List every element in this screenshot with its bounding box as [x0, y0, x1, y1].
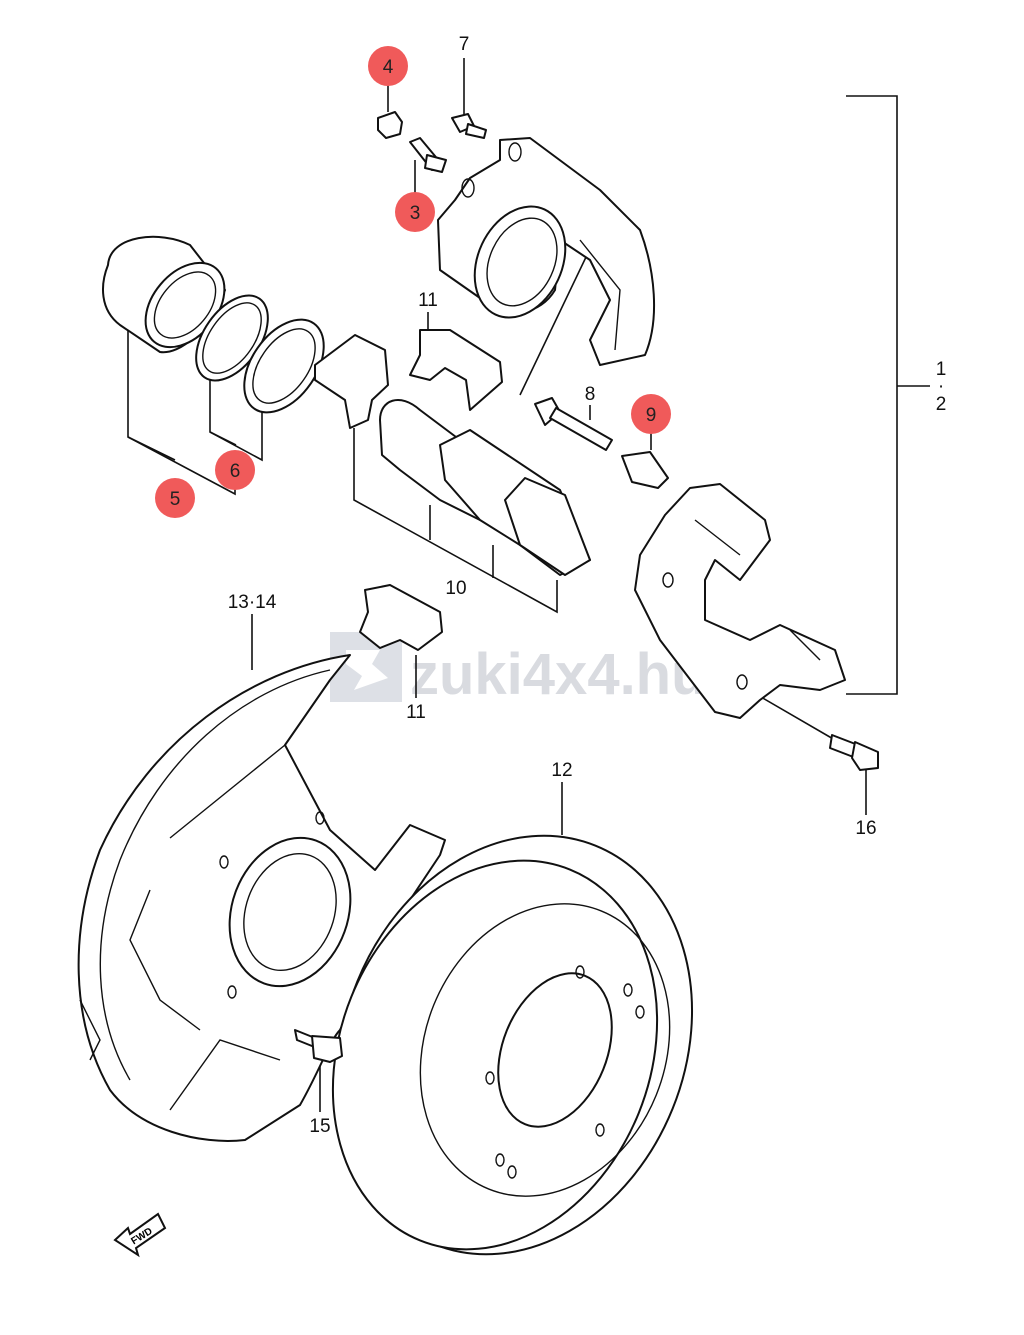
callout-11-top: 11 [418, 290, 438, 311]
callout-10: 10 [445, 578, 466, 599]
bolt-7 [451, 113, 487, 139]
bleeder-cap [377, 111, 403, 139]
callout-4: 4 [383, 57, 394, 78]
callout-7: 7 [459, 34, 470, 55]
callout-circle-6 [215, 450, 255, 490]
callout-12: 12 [551, 760, 572, 781]
pad-clip-bottom [359, 584, 443, 651]
callout-1: 1 [936, 359, 947, 380]
callout-15: 15 [309, 1116, 330, 1137]
brake-rotor [331, 834, 694, 1256]
dust-shield [77, 654, 446, 1142]
callout-2: 2 [936, 394, 947, 415]
bolt-16 [829, 734, 879, 771]
callout-11-bottom: 11 [406, 702, 426, 723]
callout-circle-4 [368, 46, 408, 86]
caliper-carrier [634, 483, 846, 719]
callout-6: 6 [230, 461, 241, 482]
piston [102, 235, 226, 354]
caliper-body [437, 137, 656, 366]
callout-5: 5 [170, 489, 181, 510]
callout-8: 8 [585, 384, 596, 405]
callout-circle-5 [155, 478, 195, 518]
slide-pin [534, 397, 613, 451]
bleeder-screw [409, 137, 447, 173]
callout-16: 16 [855, 818, 876, 839]
watermark-text: zuki4x4.hu [410, 642, 707, 707]
pad-clip-top [409, 329, 503, 411]
callout-13-14: 13·14 [228, 592, 277, 613]
callout-circle-9 [631, 394, 671, 434]
callout-labels: 7 1 · 2 11 8 10 13·14 11 12 16 15 [228, 34, 947, 1137]
brake-pad-outer [439, 429, 591, 576]
arrow-left-icon [113, 1212, 167, 1258]
bolt-15 [294, 1029, 343, 1063]
callout-9: 9 [646, 405, 657, 426]
dust-boot [243, 318, 325, 414]
callout-circle-3 [395, 192, 435, 232]
callout-3: 3 [410, 203, 421, 224]
fwd-indicator: FWD [113, 1212, 167, 1258]
callout-1-2-separator: · [938, 376, 944, 397]
pad-shim [314, 334, 389, 429]
highlight-callouts: 4 3 9 6 5 [155, 46, 671, 518]
slide-pin-boot [621, 451, 669, 489]
